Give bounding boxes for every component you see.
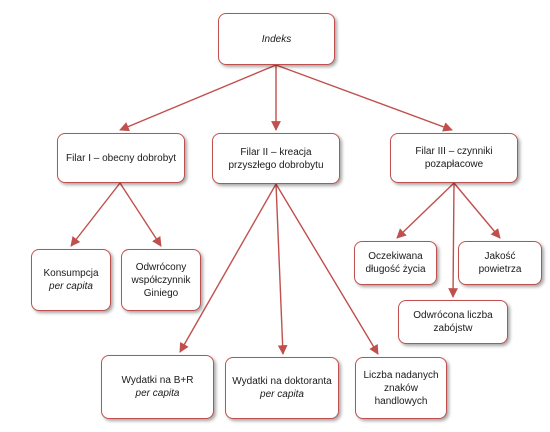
node-gini-label: Odwrócony współczynnik Giniego — [131, 261, 191, 299]
node-wydatki-br: Wydatki na B+R per capita — [101, 355, 214, 419]
arrow-pillar2-to-doctoral — [275, 183, 288, 355]
node-oczekiwana-dlugosc-zycia-label: Oczekiwana długość życia — [365, 251, 426, 275]
node-filar-ii-label: Filar II – kreacja przyszłego dobrobytu — [228, 146, 324, 171]
node-znaki-handlowe-label: Liczba nadanych znaków handlowych — [363, 369, 439, 407]
node-jakosc-powietrza: Jakość powietrza — [458, 241, 542, 285]
node-indeks: Indeks — [218, 13, 335, 65]
node-gini: Odwrócony współczynnik Giniego — [121, 249, 201, 311]
node-indeks-label: Indeks — [261, 33, 292, 45]
arrow-pillar2-to-trademarks — [275, 183, 379, 355]
arrow-root-to-pillar1 — [119, 64, 277, 132]
node-filar-iii: Filar III – czynniki pozapłacowe — [390, 133, 518, 183]
node-znaki-handlowe: Liczba nadanych znaków handlowych — [355, 357, 447, 419]
node-jakosc-powietrza-label: Jakość powietrza — [478, 251, 522, 275]
node-filar-iii-label: Filar III – czynniki pozapłacowe — [415, 146, 493, 170]
node-wydatki-doktorant-qualifier: per capita — [260, 389, 304, 400]
arrow-root-to-pillar3 — [275, 64, 453, 132]
node-wydatki-doktorant: Wydatki na doktoranta per capita — [225, 357, 339, 419]
arrow-pillar3-to-life — [396, 182, 455, 239]
arrow-pillar1-to-gini — [119, 182, 162, 247]
node-wydatki-br-qualifier: per capita — [135, 388, 180, 399]
node-konsumpcja-label: Konsumpcja — [43, 268, 99, 279]
arrow-pillar2-to-rnd — [179, 183, 277, 353]
node-filar-i: Filar I – obecny dobrobyt — [57, 133, 185, 183]
node-konsumpcja: Konsumpcja per capita — [31, 249, 111, 311]
node-odwrocona-liczba-zabojstw: Odwrócona liczba zabójstw — [398, 300, 508, 344]
node-oczekiwana-dlugosc-zycia: Oczekiwana długość życia — [354, 241, 437, 285]
arrow-pillar1-to-consumption — [70, 182, 121, 247]
node-filar-i-label: Filar I – obecny dobrobyt — [65, 152, 177, 164]
arrow-pillar3-to-air — [453, 182, 501, 239]
node-wydatki-br-label: Wydatki na B+R — [121, 375, 194, 386]
node-konsumpcja-qualifier: per capita — [49, 281, 93, 292]
arrow-pillar3-to-homicide — [448, 182, 458, 298]
node-filar-ii: Filar II – kreacja przyszłego dobrobytu — [212, 133, 340, 184]
node-wydatki-doktorant-label: Wydatki na doktoranta — [232, 376, 332, 387]
node-odwrocona-liczba-zabojstw-label: Odwrócona liczba zabójstw — [413, 310, 493, 334]
